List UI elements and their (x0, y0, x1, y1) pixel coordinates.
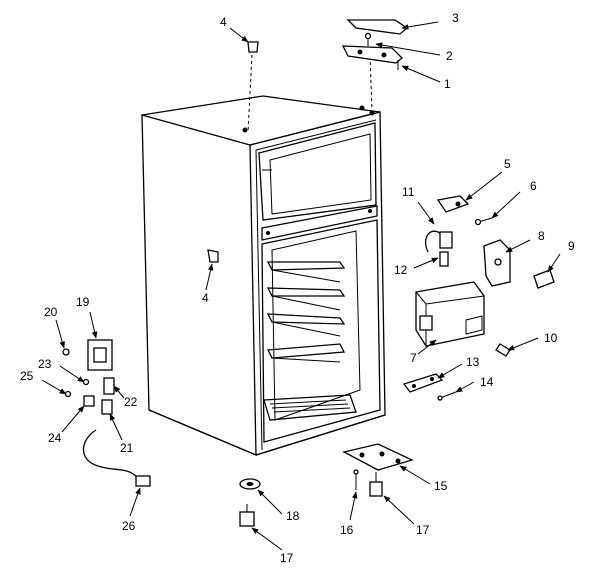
callout-24: 24 (48, 431, 62, 445)
part-lamp-socket (424, 230, 453, 253)
callout-6: 6 (530, 179, 537, 193)
callout-20: 20 (44, 305, 58, 319)
callout-15: 15 (434, 479, 448, 493)
part-bracket-13 (402, 373, 444, 393)
part-top-hinge (341, 45, 403, 70)
callout-10: 10 (544, 331, 558, 345)
part-relay (87, 339, 113, 371)
part-bracket-5 (436, 195, 470, 213)
callout-25: 25 (20, 369, 34, 383)
callout-9: 9 (568, 239, 575, 253)
part-screw-16 (353, 469, 359, 490)
callout-26: 26 (122, 519, 136, 533)
part-screw-2 (364, 32, 372, 46)
part-screw-6 (474, 217, 493, 226)
part-hole-plug-top (247, 41, 259, 53)
callout-16: 16 (340, 523, 354, 537)
leader-lines (41, 21, 561, 551)
part-leveling-leg-bottom (239, 504, 255, 527)
callout-22: 22 (124, 395, 138, 409)
callout-7: 7 (410, 351, 417, 365)
part-clip-24 (83, 395, 95, 407)
callout-23: 23 (38, 357, 52, 371)
callout-13: 13 (466, 355, 480, 369)
callout-2: 2 (446, 49, 453, 63)
callout-4-side: 4 (202, 291, 209, 305)
callout-4-top: 4 (220, 15, 227, 29)
part-screw-20 (62, 348, 70, 356)
callout-18: 18 (286, 509, 300, 523)
callout-21: 21 (120, 441, 134, 455)
callout-12: 12 (394, 263, 408, 277)
cabinet (141, 95, 386, 456)
part-power-cord (82, 429, 151, 487)
callout-8: 8 (538, 229, 545, 243)
part-screw-23 (82, 378, 90, 386)
part-clip-21 (101, 399, 113, 415)
part-control-housing (415, 281, 485, 347)
callout-17-right: 17 (416, 523, 430, 537)
part-top-hinge-cover (346, 19, 409, 35)
part-roller (239, 478, 261, 490)
callout-19: 19 (76, 295, 90, 309)
cabinet-shelves (266, 261, 346, 363)
callout-3: 3 (452, 11, 459, 25)
callout-1: 1 (444, 77, 451, 91)
callout-14: 14 (480, 375, 494, 389)
callout-5: 5 (504, 157, 511, 171)
part-screw-10 (495, 343, 511, 357)
callout-11: 11 (402, 185, 415, 199)
part-screw-14 (437, 391, 457, 401)
part-screw-25 (64, 390, 72, 398)
part-thermostat-bracket (483, 239, 511, 287)
part-light-bulb (439, 251, 449, 267)
part-control-knob (533, 269, 555, 289)
part-leveling-leg-right (369, 472, 383, 497)
part-hole-plug-side (207, 249, 219, 263)
part-bottom-hinge (342, 443, 414, 471)
callout-17-bottom: 17 (280, 551, 294, 565)
part-clip-22 (103, 377, 115, 395)
callout-labels: 1 2 3 4 4 5 6 7 8 9 10 11 12 13 14 15 16… (20, 11, 575, 565)
